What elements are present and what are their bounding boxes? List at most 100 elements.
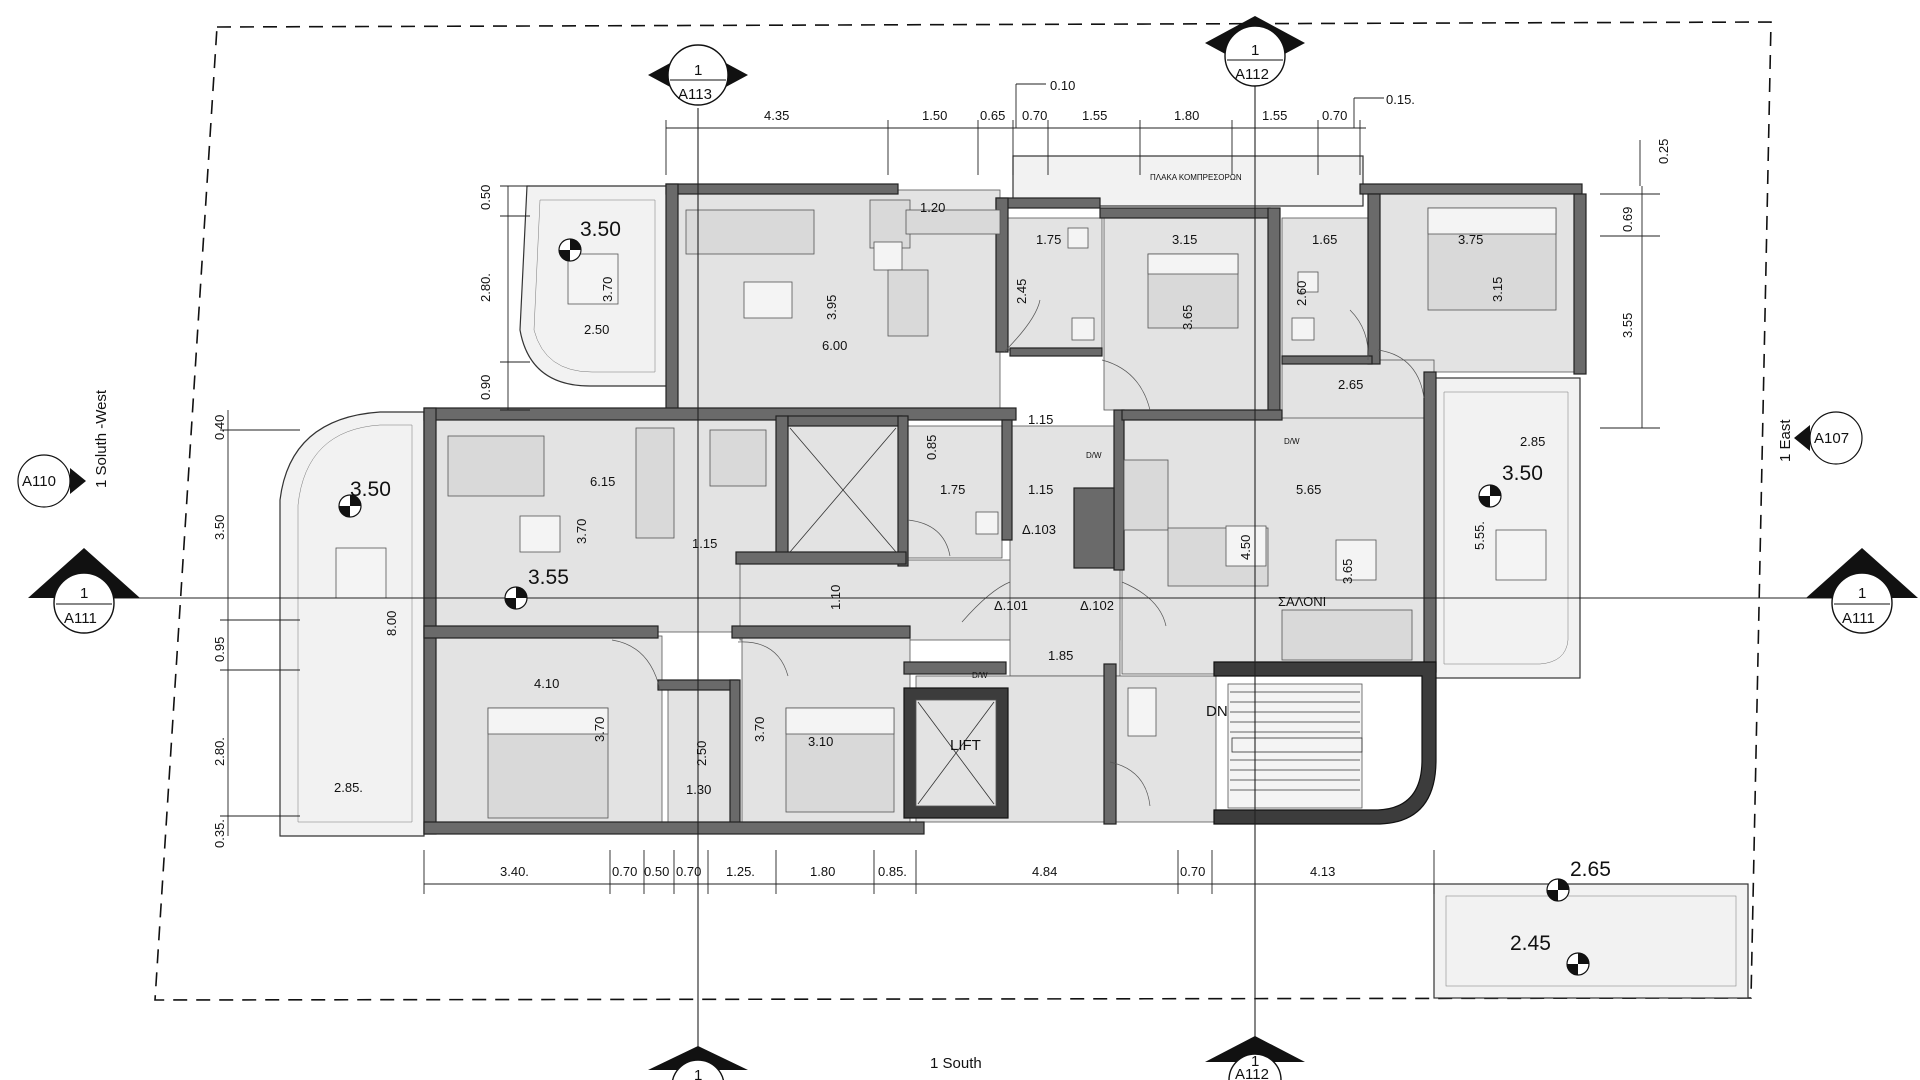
svg-text:3.70: 3.70 [752,717,767,742]
orientation-south-west: 1 Soluth -West [93,389,110,488]
svg-text:2.65: 2.65 [1570,858,1611,881]
svg-text:2.45: 2.45 [1510,932,1551,955]
balcony-west [279,411,425,837]
orientation-east: 1 East [1777,419,1794,462]
grid-tag-top-left: 1 A113 [648,44,748,106]
svg-text:A112: A112 [1235,66,1269,83]
svg-text:A111: A111 [1842,610,1875,627]
svg-text:1.20: 1.20 [920,200,945,215]
svg-text:0.70: 0.70 [612,864,637,879]
svg-text:1: 1 [80,585,88,602]
svg-text:0.10: 0.10 [1050,78,1075,93]
elevation-marker-se-2: 2.45 [1510,932,1590,976]
svg-text:0.85: 0.85 [924,435,939,460]
svg-text:1.85: 1.85 [1048,648,1073,663]
svg-text:8.00: 8.00 [384,611,399,636]
svg-text:3.95: 3.95 [824,295,839,320]
svg-text:4.13: 4.13 [1310,864,1335,879]
svg-text:1.30: 1.30 [686,782,711,797]
svg-text:1.75: 1.75 [1036,232,1061,247]
svg-text:0.70: 0.70 [1180,864,1205,879]
svg-text:2.85: 2.85 [1520,434,1545,449]
svg-text:1.65: 1.65 [1312,232,1337,247]
svg-text:1.75: 1.75 [940,482,965,497]
svg-text:3.70: 3.70 [574,519,589,544]
dims-left: 0.50 2.80. 0.90 0.40 3.50 8.00 0.95 2.80… [212,185,530,848]
compressor-slab-label: ΠΛΑΚΑ ΚΟΜΠΡΕΣΟΡΩΝ [1150,173,1242,182]
svg-text:0.69: 0.69 [1620,207,1635,232]
svg-text:3.50: 3.50 [580,218,621,241]
svg-text:6.15: 6.15 [590,474,615,489]
svg-text:3.70: 3.70 [600,277,615,302]
svg-text:3.65: 3.65 [1180,305,1195,330]
lift-label: LIFT [950,737,981,754]
dims-right: 0.69 3.55 [1600,186,1660,429]
svg-text:1.55: 1.55 [1262,108,1287,123]
furniture [335,199,1557,819]
svg-text:0.90: 0.90 [478,375,493,400]
svg-text:A113: A113 [678,86,712,103]
svg-text:2.50: 2.50 [694,741,709,766]
svg-text:1: 1 [1858,585,1866,602]
elevation-marker-nw: 3.50 [558,218,621,262]
svg-text:A110: A110 [22,473,56,490]
section-tag-east: A107 [1794,411,1863,465]
svg-text:5.55.: 5.55. [1472,521,1487,550]
svg-text:0.95: 0.95 [212,637,227,662]
room-label-d102: Δ.102 [1080,598,1114,613]
svg-text:3.50: 3.50 [350,478,391,501]
svg-text:3.50: 3.50 [1502,462,1543,485]
svg-text:1.15: 1.15 [1028,482,1053,497]
svg-text:4.84: 4.84 [1032,864,1057,879]
svg-text:1.15: 1.15 [1028,412,1053,427]
grid-tag-right: 1 A111 [1806,548,1918,634]
svg-text:0.70: 0.70 [676,864,701,879]
svg-text:3.40.: 3.40. [500,864,529,879]
svg-text:1.15: 1.15 [692,536,717,551]
svg-text:1: 1 [1251,42,1259,59]
svg-text:1.55: 1.55 [1082,108,1107,123]
svg-text:3.55: 3.55 [1620,313,1635,338]
svg-text:3.75: 3.75 [1458,232,1483,247]
walls [423,183,1587,835]
bathroom-4 [667,689,737,825]
svg-text:1.80: 1.80 [810,864,835,879]
grid-tag-bottom-left: 1 [648,1046,748,1080]
svg-text:4.50: 4.50 [1238,535,1253,560]
balcony-east [1431,377,1581,679]
wc-1 [907,425,1003,559]
svg-text:2.80.: 2.80. [212,737,227,766]
svg-text:3.65: 3.65 [1340,559,1355,584]
room-label-saloni: ΣΑΛΟΝΙ [1278,594,1326,609]
grid-lines [84,70,1836,1080]
svg-text:2.65: 2.65 [1338,377,1363,392]
grid-tag-bottom-right: 1 A112 [1205,1036,1305,1080]
svg-text:0.35.: 0.35. [212,819,227,848]
svg-text:3.15: 3.15 [1490,277,1505,302]
grid-tag-top-right: 1 A112 [1205,16,1305,87]
stair-down-label: DN [1206,703,1228,720]
svg-text:1.10: 1.10 [828,585,843,610]
svg-text:A107: A107 [1814,430,1849,447]
svg-text:5.65: 5.65 [1296,482,1321,497]
svg-text:1.80: 1.80 [1174,108,1199,123]
svg-text:0.85.: 0.85. [878,864,907,879]
svg-text:2.60: 2.60 [1294,281,1309,306]
svg-text:4.10: 4.10 [534,676,559,691]
svg-text:2.85.: 2.85. [334,780,363,795]
dims-interior: 1.20 1.75 3.15 1.65 3.75 2.45 3.95 6.00 … [334,200,1545,797]
balcony-southeast [1433,883,1749,999]
svg-text:1.50: 1.50 [922,108,947,123]
svg-text:A112: A112 [1235,1066,1269,1080]
svg-text:3.70: 3.70 [592,717,607,742]
elevation-marker-se: 2.65 [1546,858,1611,902]
staircase [1227,683,1363,809]
svg-text:0.70: 0.70 [1322,108,1347,123]
svg-text:0.25: 0.25 [1656,139,1671,164]
svg-text:1: 1 [694,62,702,79]
dishwasher-label-1: D/W [1086,451,1102,460]
svg-text:3.10: 3.10 [808,734,833,749]
svg-text:A111: A111 [64,610,97,627]
elevation-marker-e: 3.50 [1478,462,1543,508]
